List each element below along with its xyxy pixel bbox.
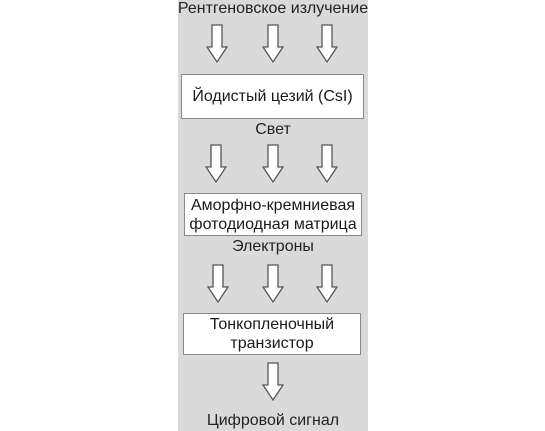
box-csi-line-1: Йодистый цезий (CsI) (192, 88, 353, 105)
box-csi: Йодистый цезий (CsI) (181, 74, 364, 119)
down-arrow-icon (262, 24, 284, 64)
label-electrons: Электроны (232, 238, 314, 255)
down-arrow-icon (262, 144, 284, 184)
down-arrow-icon (206, 24, 228, 64)
down-arrow-icon (316, 264, 338, 304)
down-arrow-icon (316, 24, 338, 64)
down-arrow-icon (262, 264, 284, 304)
label-light: Свет (255, 121, 291, 138)
down-arrow-icon (205, 144, 227, 184)
label-digital-signal: Цифровой сигнал (206, 412, 340, 429)
box-tft-line-2: транзистор (230, 335, 314, 352)
box-photodiode-line-1: Аморфно-кремниевая (190, 196, 356, 214)
box-tft-line-1: Тонкопленочный (209, 316, 335, 333)
down-arrow-icon (316, 144, 338, 184)
down-arrow-icon (207, 264, 229, 304)
box-photodiode-line-2: фотодиодная матрица (189, 215, 357, 233)
box-photodiode: Аморфно-кремниевая фотодиодная матрица (184, 193, 362, 236)
box-tft: Тонкопленочный транзистор (183, 313, 361, 355)
label-xray: Рентгеновское излучение (177, 0, 369, 17)
down-arrow-icon (262, 362, 284, 402)
